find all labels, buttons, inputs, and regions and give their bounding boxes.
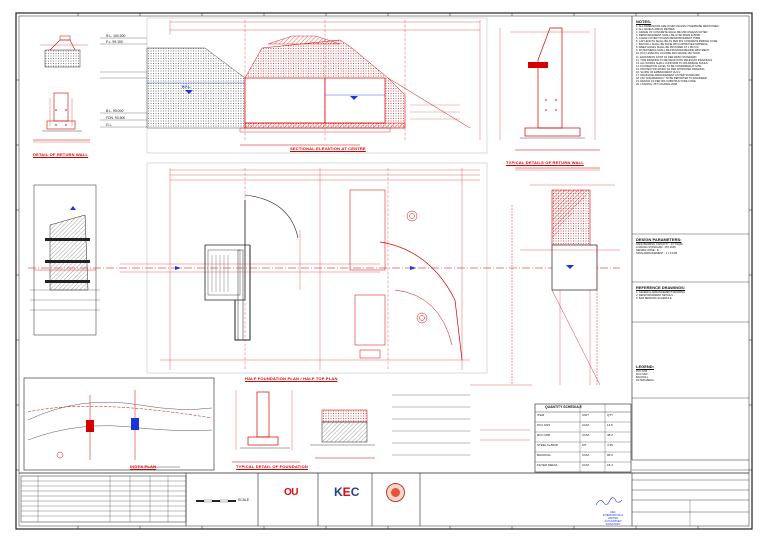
rcc-detail-title: TYPICAL DETAIL OF FOUNDATION [236,464,308,469]
schedule-cell: MT [582,443,587,447]
notes-heading: NOTES: [636,20,652,24]
return-wall-small-detail [33,35,90,143]
gl-label: G.L. [106,123,113,127]
sectional-elevation [100,17,488,154]
reference-panel: REFERENCE DRAWINGS: 1. GENERAL ARRANGEME… [636,286,746,300]
signatory-title: AUTHORISED SIGNATORY [604,520,622,526]
legend-line: BACKFILL [636,376,649,380]
note-line: 13. ALL WORKS SHALL CONFORM TO IRS BRIDG… [636,61,709,65]
schedule-cell: 96.0 [607,453,613,457]
abutment-right-section [511,184,620,386]
reference-line: 2. REINFORCEMENT DETAILS [636,294,673,298]
reference-line: 1. GENERAL ARRANGEMENT DRAWING [636,291,686,295]
design-line: LOADING STANDARD : 25T-2008 [636,246,676,250]
level-bed: B.L. 95.000 [106,109,124,113]
kec-logo: KEC [334,485,359,499]
design-heading: DESIGN PARAMETERS: [636,238,682,242]
note-line: 6. LAP LENGTH SHALL BE AS PER IRS CONCRE… [636,40,719,44]
level-leader-lines [392,394,470,456]
schedule-cell: CUM [582,433,589,437]
note-line: 15. PROTECTION WORK AS PER APPROVED DRAW… [636,67,706,71]
left-detail-title: DETAIL OF RETURN WALL [33,152,89,157]
sectional-elevation-title: SECTIONAL ELEVATION AT CENTRE [290,146,366,151]
return-wall-detail [499,27,600,171]
red-leaders [470,384,532,441]
index-plan [23,377,215,471]
note-line: 2. ALL LEVELS ARE IN METRES. [636,28,676,32]
legend-line: RCC M30 [636,373,648,377]
signatory-company: KEC INTERNATIONAL LIMITED [602,511,624,520]
plan-view-title: HALF FOUNDATION PLAN / HALF TOP PLAN [245,376,338,381]
design-line: SEISMIC ZONE : III [636,249,659,253]
note-line: 18. ANY DISCREPANCY TO BE REPORTED TO EN… [636,76,708,80]
note-line: 4. REINFORCEMENT SHALL BE HYSD BARS Fe50… [636,34,701,38]
title-block [19,472,749,526]
legend-line: FILTER MEDIA [636,379,654,383]
note-line: 14. FOUNDATION LEVEL TO BE CONFIRMED AT … [636,64,702,68]
schedule-cell: QTY [607,413,614,417]
note-line: 19. DESIGN AS PER IRS SUBSTRUCTURE CODE. [636,79,697,83]
schedule-cell: CUM [582,423,589,427]
legend-heading: LEGEND: [636,365,654,369]
rcc-foundation-detail [232,390,375,463]
notes-list: 1. ALL DIMENSIONS ARE IN MM UNLESS OTHER… [636,25,746,86]
plan-view [28,162,620,374]
quantity-schedule-table [534,403,632,473]
note-line: 20. LOADING: 25T LOADING-2008. [636,82,678,86]
index-plan-title: INDEX PLAN [130,464,157,469]
note-line: 16. SLOPE OF EMBANKMENT 2H:1V. [636,70,681,74]
schedule-cell: CUM [582,463,589,467]
schedule-cell: PCC M15 [537,423,551,427]
schedule-cell: 18.4 [607,463,613,467]
note-line: 1. ALL DIMENSIONS ARE IN MM UNLESS OTHER… [636,25,720,29]
note-line: 8. WEEP HOLES SHALL BE PROVIDED AT 1.0M … [636,46,700,50]
railway-seal-icon [386,483,405,502]
return-wall-title: TYPICAL DETAILS OF RETURN WALL [506,160,584,165]
note-line: 10. PCC LEVELING COURSE M15 GRADE 150 TH… [636,52,701,56]
schedule-cell: ITEM [537,413,545,417]
note-line: 12. THIS DRAWING TO BE READ WITH RELEVAN… [636,58,713,62]
kec-logo-e: E [342,485,351,499]
ou-logo: OU [284,487,299,498]
legend-line: PCC M15 [636,370,648,374]
hfl-label: H.F.L. [182,85,192,89]
left-side-section [30,184,100,336]
schedule-cell: FILTER MEDIA [537,463,558,467]
schedule-cell: 48.2 [607,433,613,437]
signatory-block: KEC INTERNATIONAL LIMITED AUTHORISED SIG… [600,511,626,526]
schedule-cell: 4.35 [607,443,613,447]
level-rail: R.L. 100.000 [106,34,126,38]
note-line: 5. CLEAR COVER TO MAIN REINFORCEMENT 75M… [636,37,701,41]
reference-heading: REFERENCE DRAWINGS: [636,286,686,290]
notes-panel: NOTES: 1. ALL DIMENSIONS ARE IN MM UNLES… [636,20,746,86]
note-line: 9. FILTER MEDIA SHALL BE PROVIDED BEHIND… [636,49,710,53]
notes-panel-frame [631,16,749,491]
schedule-cell: CUM [582,453,589,457]
level-formation: F.L. 99.150 [106,40,123,44]
grid-ticks [16,13,752,529]
design-line: SPAN ARRANGEMENT : 1 x 6.10M [636,252,678,256]
design-parameters-panel: DESIGN PARAMETERS: SAFE BEARING CAPACITY… [636,238,746,255]
schedule-cell: UNIT [582,413,589,417]
note-line: 11. EXPANSION JOINT AS PER RDSO STANDARD… [636,55,698,59]
kec-logo-c: C [350,485,360,499]
design-line: SAFE BEARING CAPACITY : 20 T/SQM [636,243,683,247]
level-foundation: FDN. 93.500 [106,116,126,120]
note-line: 3. GRADE OF CONCRETE SHALL BE M30 UNLESS… [636,31,709,35]
schedule-title: QUANTITY SCHEDULE [545,405,582,409]
schedule-cell: 12.5 [607,423,613,427]
reference-line: 3. BAR BENDING SCHEDULE [636,297,672,301]
schedule-cell: BACKFILL [537,453,552,457]
note-line: 7. BACKFILL SHALL BE DONE WITH APPROVED … [636,43,709,47]
scale-label: SCALE [238,498,250,502]
schedule-cell: RCC M30 [537,433,551,437]
note-line: 17. DRAINAGE ARRANGEMENT AS PER STANDARD… [636,73,701,77]
schedule-cell: STEEL Fe500D [537,443,558,447]
kec-logo-k: K [334,485,343,499]
